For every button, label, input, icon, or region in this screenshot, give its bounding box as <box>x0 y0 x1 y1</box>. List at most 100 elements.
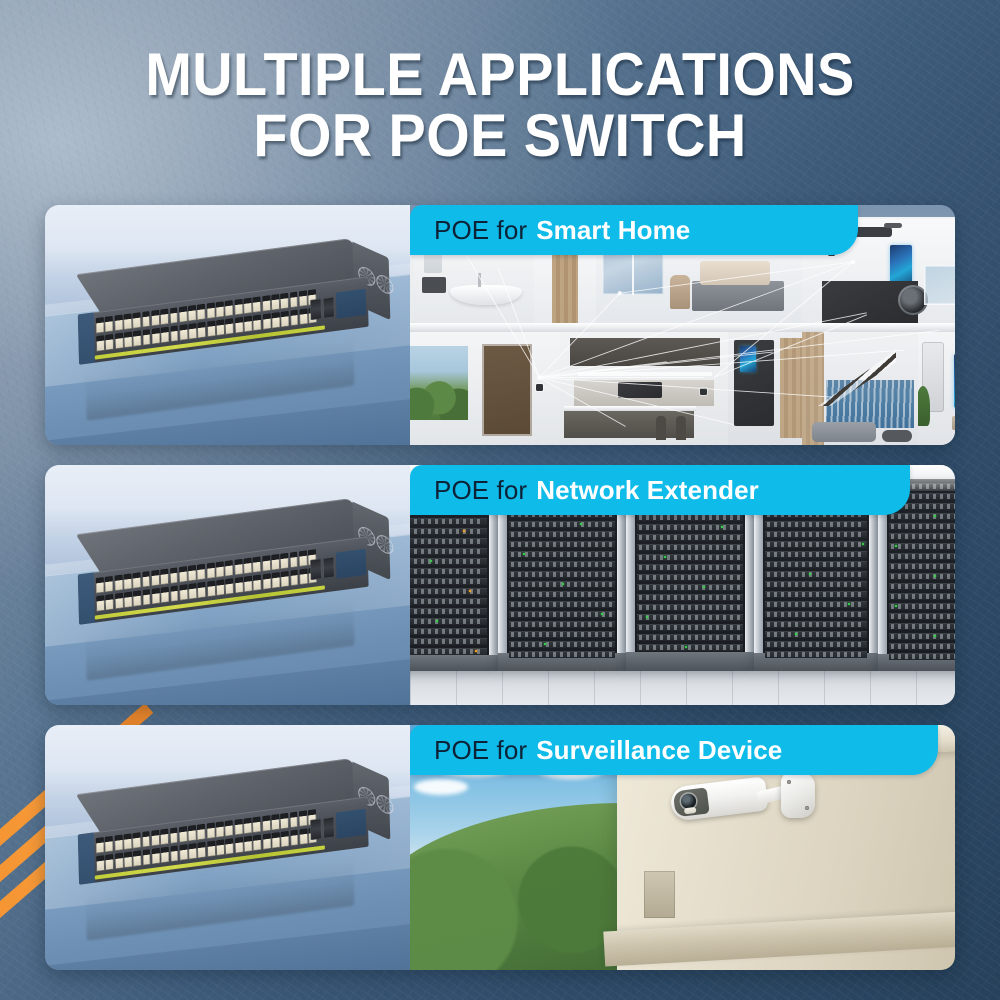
rj45-port <box>261 555 271 572</box>
rack-door-edge <box>878 479 887 672</box>
rack-base <box>878 654 955 672</box>
range-hood <box>618 382 662 398</box>
camera-ir-light <box>684 807 697 815</box>
model-label-plate <box>335 808 367 839</box>
wall-ledge <box>602 910 955 967</box>
rack-door-edge <box>745 465 754 672</box>
banner-network-extender: POE for Network Extender <box>410 465 910 515</box>
rj45-port <box>105 594 114 611</box>
sfp-port <box>310 298 322 321</box>
rj45-port <box>299 828 308 845</box>
kitchen-island <box>564 410 694 438</box>
rj45-port <box>290 569 299 586</box>
rj45-port <box>234 818 243 836</box>
rj45-port <box>197 581 207 598</box>
rj45-port <box>114 332 123 349</box>
banner-smart-home: POE for Smart Home <box>410 205 858 255</box>
application-card-network-extender: POE for Network Extender <box>45 465 955 705</box>
rack-door-edge <box>754 467 763 672</box>
rj45-port <box>298 550 308 567</box>
rack-door-edge <box>489 484 498 672</box>
rj45-port <box>290 829 299 846</box>
banner-strong: Network Extender <box>536 474 759 505</box>
rj45-port <box>160 568 169 585</box>
rack-mount-ear <box>77 312 95 365</box>
rj45-port <box>197 823 206 840</box>
rj45-port <box>280 310 290 328</box>
model-label-plate <box>335 288 367 319</box>
rj45-port <box>271 814 280 831</box>
sfp-port <box>323 296 335 319</box>
rj45-port <box>123 331 133 348</box>
rj45-port <box>132 312 141 329</box>
rj45-port <box>252 816 261 833</box>
rj45-port <box>169 827 178 844</box>
rj45-port <box>179 584 188 601</box>
rj45-port <box>215 301 225 318</box>
application-card-surveillance: POE for Surveillance Device <box>45 725 955 970</box>
rj45-port <box>298 810 308 827</box>
rj45-port <box>280 830 290 848</box>
rj45-port <box>262 833 271 850</box>
rj45-port <box>133 330 142 347</box>
rj45-port <box>141 311 151 328</box>
rj45-port <box>132 832 141 849</box>
rj45-port <box>123 313 132 330</box>
rj45-port <box>133 590 142 607</box>
rj45-port <box>225 578 234 595</box>
rj45-port <box>170 585 179 602</box>
rj45-port <box>225 318 234 335</box>
rj45-port <box>252 296 261 313</box>
rj45-port <box>253 574 262 591</box>
rj45-port <box>142 589 151 606</box>
rj45-port <box>178 566 188 583</box>
sfp-port <box>323 556 335 579</box>
camera-wall-mount <box>781 772 816 819</box>
rj45-port <box>299 568 308 585</box>
poster-title: MULTIPLE APPLICATIONS FOR POE SWITCH <box>0 44 1000 166</box>
sfp-port <box>323 816 335 839</box>
rj45-port <box>178 826 188 843</box>
rj45-port <box>114 592 123 609</box>
rj45-port <box>216 579 225 596</box>
floor-slab-upper <box>410 323 955 332</box>
rj45-port <box>105 334 114 351</box>
rj45-port <box>261 815 271 832</box>
rj45-port <box>114 314 123 331</box>
rj45-port <box>151 327 160 345</box>
room-kitchen <box>560 332 728 445</box>
scene-server-room: POE for Network Extender <box>410 465 955 705</box>
rj45-port <box>280 552 289 569</box>
rj45-port <box>271 832 280 849</box>
rj45-port <box>188 583 197 600</box>
rj45-port <box>215 561 225 578</box>
camera-lens-plate <box>672 787 710 818</box>
rj45-port <box>253 834 262 851</box>
rj45-port <box>95 577 105 594</box>
rj45-port <box>114 834 123 851</box>
sfp-port <box>310 558 322 581</box>
model-label-plate <box>335 548 367 579</box>
rj45-port <box>169 307 178 324</box>
rj45-port <box>96 595 105 612</box>
mount-screw <box>805 806 810 811</box>
rj45-port <box>95 837 105 854</box>
rj45-port <box>151 587 160 605</box>
rj45-port <box>271 312 280 329</box>
rj45-port <box>207 320 216 337</box>
sfp-port-bank <box>310 556 335 581</box>
ceiling-drone-icon <box>846 227 892 237</box>
rj45-port <box>197 321 207 338</box>
rj45-port <box>132 572 141 589</box>
rj45-port <box>197 303 206 320</box>
rack-door-edge <box>626 465 635 672</box>
rj45-port <box>243 817 252 834</box>
room-appliance-bay <box>728 332 802 445</box>
rj45-port <box>105 315 114 333</box>
rj45-port <box>262 573 271 590</box>
rj45-port <box>216 839 225 856</box>
rj45-port <box>243 575 253 592</box>
room-living <box>802 332 918 445</box>
title-line-2: FOR POE SWITCH <box>253 102 747 169</box>
